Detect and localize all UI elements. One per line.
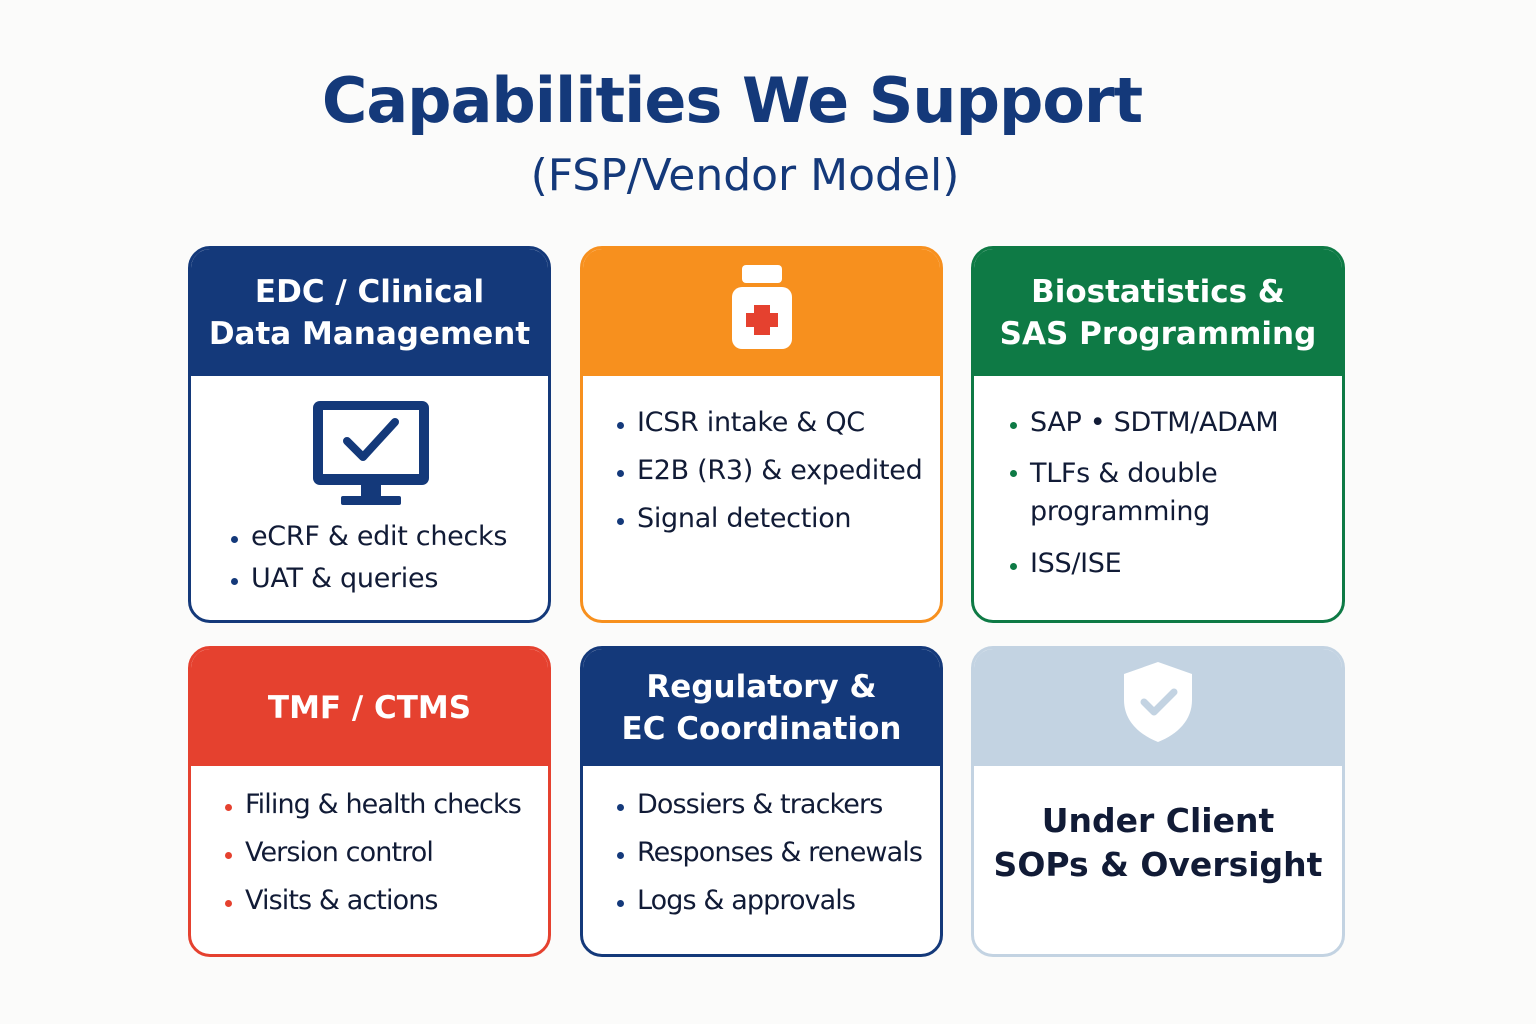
page-subtitle: (FSP/Vendor Model)	[530, 150, 960, 201]
card-title: EDC / Clinical Data Management	[208, 273, 531, 352]
list-item: Version control	[223, 837, 521, 868]
list-item: ICSR intake & QC	[615, 407, 922, 438]
list-item: SAP • SDTM/ADAM	[1008, 407, 1308, 438]
card-body-text: Under Client SOPs & Oversight	[993, 801, 1323, 884]
card-header: Biostatistics & SAS Programming	[974, 249, 1342, 376]
card-title: Biostatistics & SAS Programming	[999, 273, 1317, 352]
list-item: eCRF & edit checks	[229, 521, 507, 552]
shield-check-icon	[1122, 660, 1194, 755]
monitor-check-icon	[309, 397, 433, 513]
list-item: Visits & actions	[223, 885, 521, 916]
list-item: E2B (R3) & expedited	[615, 455, 923, 486]
list-item: Filing & health checks	[223, 789, 522, 820]
list-item: UAT & queries	[229, 563, 507, 594]
card-biostatistics: Biostatistics & SAS Programming SAP • SD…	[971, 246, 1345, 623]
list-item: ISS/ISE	[1008, 548, 1308, 579]
list-item: Dossiers & trackers	[615, 789, 922, 820]
card-regulatory: Regulatory & EC Coordination Dossiers & …	[580, 646, 943, 957]
card-title: Regulatory & EC Coordination	[621, 668, 902, 747]
list-item: Logs & approvals	[615, 885, 922, 916]
list-item: Responses & renewals	[615, 837, 923, 868]
medicine-bottle-icon	[731, 265, 792, 360]
card-tmf-ctms: TMF / CTMS Filing & health checks Versio…	[188, 646, 551, 957]
card-safety: ICSR intake & QC E2B (R3) & expedited Si…	[580, 246, 943, 623]
list-item: TLFs & double programming	[1008, 455, 1308, 531]
page-title: Capabilities We Support	[321, 64, 1143, 137]
card-bullet-list: Filing & health checks Version control V…	[223, 789, 522, 916]
card-client-oversight: Under Client SOPs & Oversight	[971, 646, 1345, 957]
card-header	[974, 649, 1342, 766]
card-edc: EDC / Clinical Data Management eCRF & ed…	[188, 246, 551, 623]
card-bullet-list: SAP • SDTM/ADAM TLFs & double programmin…	[1008, 407, 1308, 579]
card-header	[583, 249, 940, 376]
card-header: EDC / Clinical Data Management	[191, 249, 548, 376]
list-item: Signal detection	[615, 503, 922, 534]
card-bullet-list: Dossiers & trackers Responses & renewals…	[615, 789, 923, 916]
card-title: TMF / CTMS	[267, 689, 472, 726]
card-header: Regulatory & EC Coordination	[583, 649, 940, 766]
card-header: TMF / CTMS	[191, 649, 548, 766]
card-bullet-list: eCRF & edit checks UAT & queries	[229, 521, 507, 594]
card-bullet-list: ICSR intake & QC E2B (R3) & expedited Si…	[615, 407, 923, 534]
